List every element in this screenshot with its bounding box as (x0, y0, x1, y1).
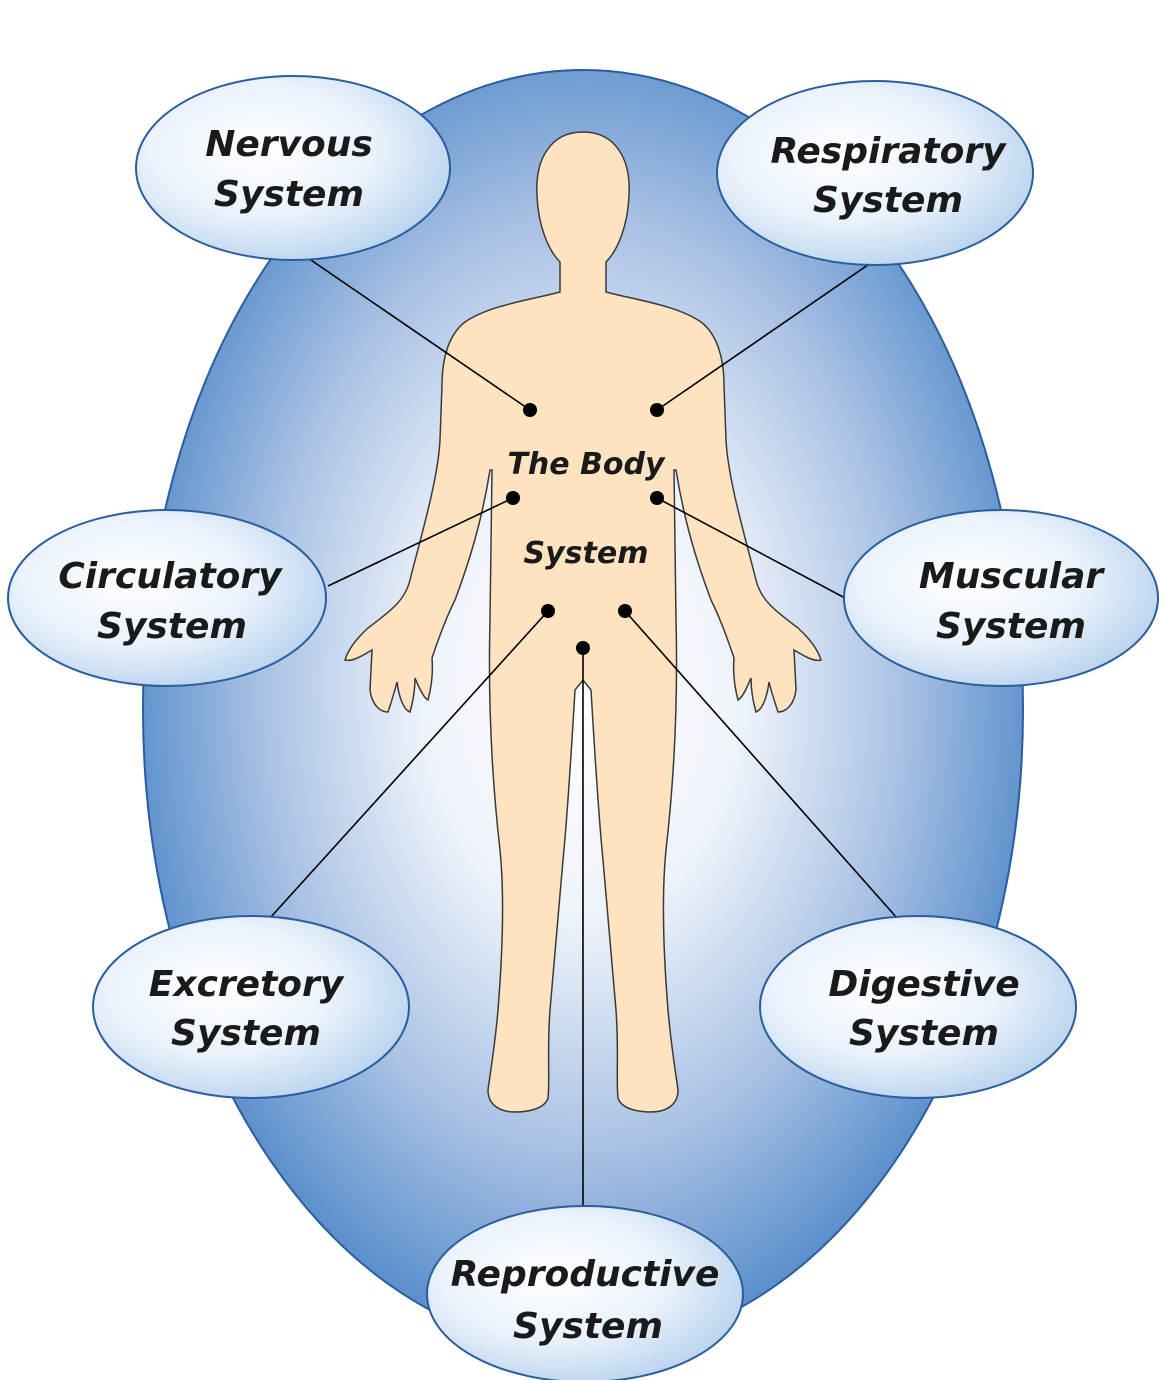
respiratory-label-line2: System (813, 180, 963, 221)
dot-respiratory (650, 403, 664, 417)
circulatory-label-line1: Circulatory (58, 556, 283, 597)
excretory-system-bubble: Excretory System (93, 916, 409, 1098)
dot-circulatory (506, 491, 520, 505)
reproductive-system-bubble: Reproductive System (427, 1206, 743, 1380)
muscular-label-line1: Muscular (919, 556, 1105, 597)
circulatory-system-bubble: Circulatory System (8, 510, 326, 686)
center-label-line2: System (524, 536, 649, 571)
nervous-label-line2: System (214, 174, 364, 215)
digestive-label-line1: Digestive (828, 964, 1019, 1005)
dot-muscular (650, 491, 664, 505)
reproductive-label-line1: Reproductive (451, 1254, 720, 1295)
respiratory-system-bubble: Respiratory System (717, 81, 1033, 265)
excretory-label-line2: System (171, 1013, 321, 1054)
nervous-label-line1: Nervous (205, 124, 373, 165)
digestive-system-bubble: Digestive System (760, 916, 1076, 1098)
nervous-system-bubble: Nervous System (136, 76, 450, 260)
reproductive-label-line2: System (513, 1306, 663, 1347)
center-label-line1: The Body (507, 447, 666, 482)
dot-digestive (618, 604, 632, 618)
dot-reproductive (576, 641, 590, 655)
muscular-label-line2: System (936, 606, 1086, 647)
excretory-label-line1: Excretory (149, 964, 345, 1005)
circulatory-label-line2: System (97, 606, 247, 647)
dot-excretory (541, 604, 555, 618)
digestive-label-line2: System (849, 1013, 999, 1054)
respiratory-label-line1: Respiratory (770, 131, 1007, 172)
muscular-system-bubble: Muscular System (844, 510, 1158, 686)
dot-nervous (523, 403, 537, 417)
